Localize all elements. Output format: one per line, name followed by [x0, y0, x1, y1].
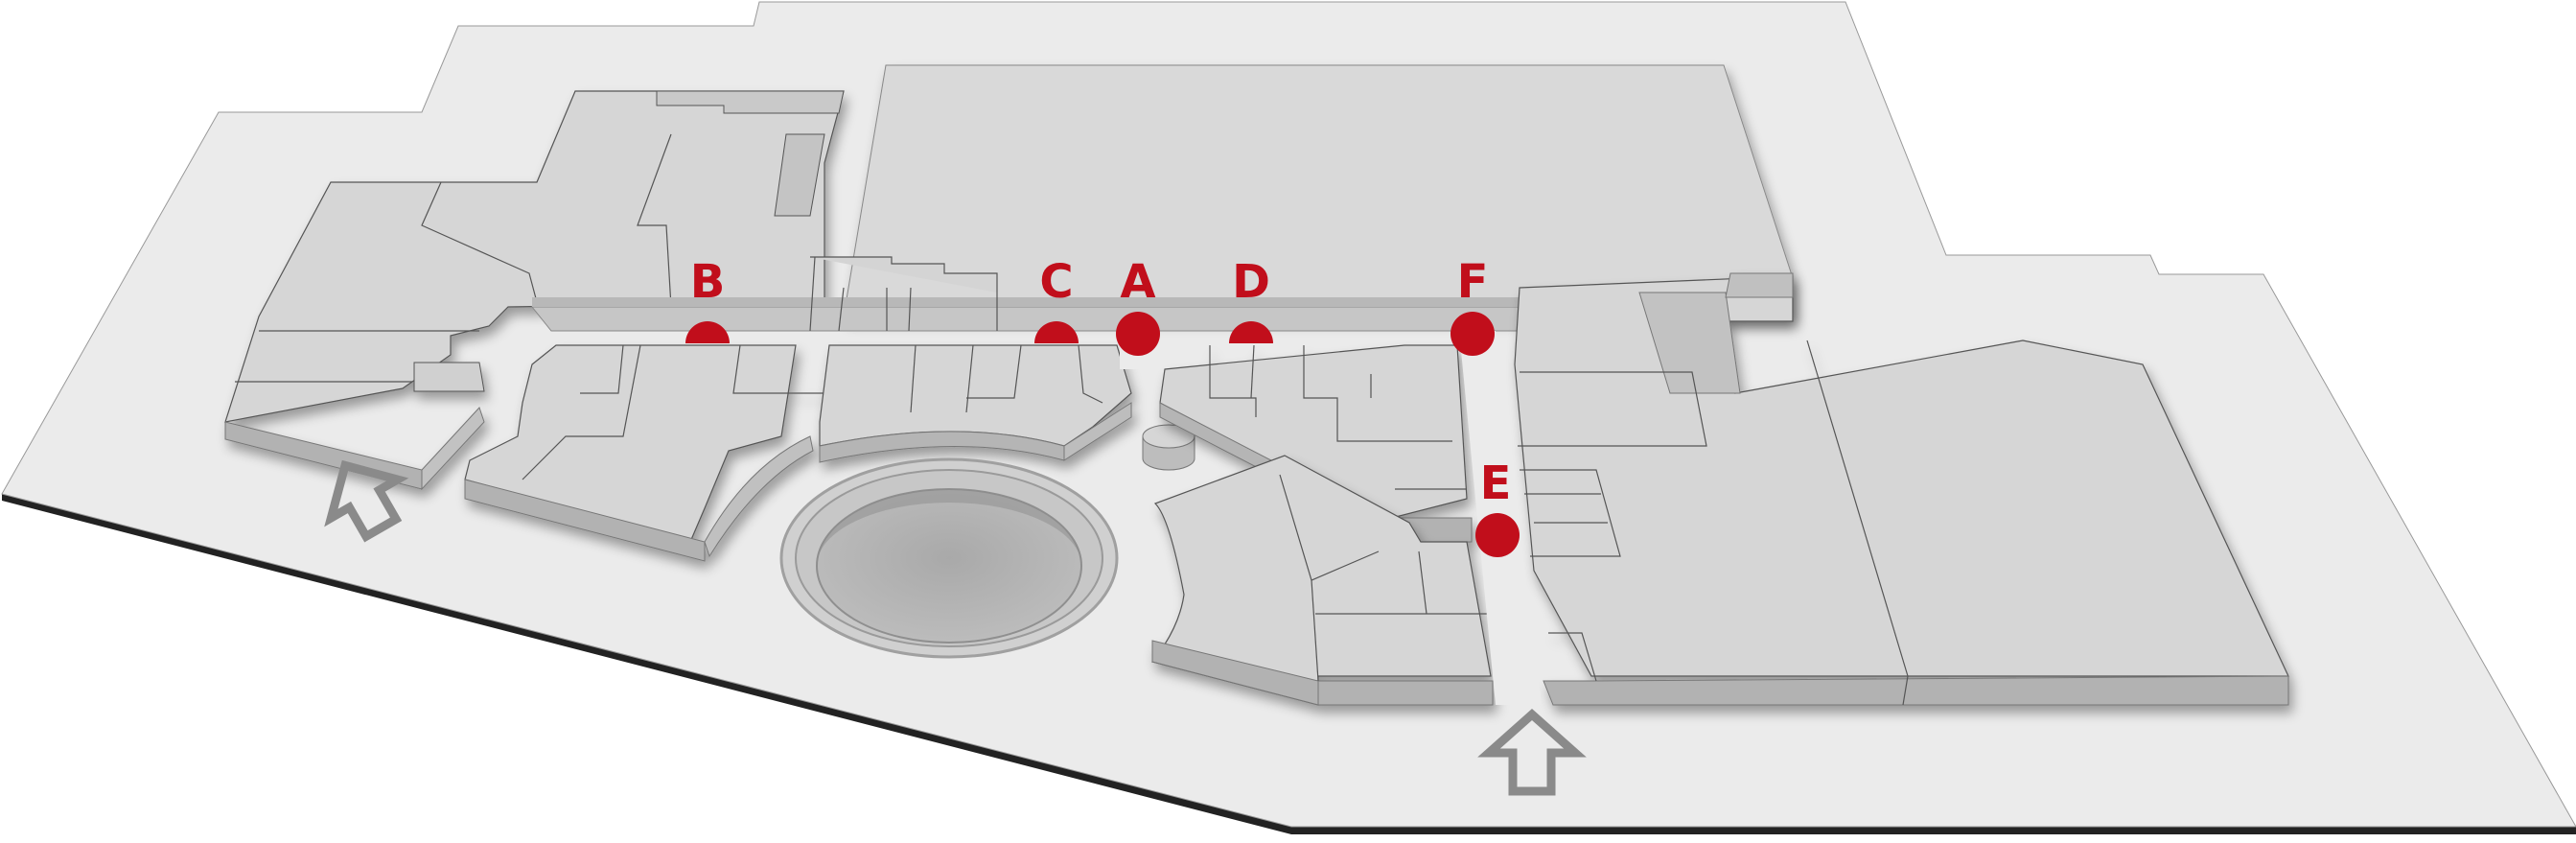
- marker-E[interactable]: E: [1475, 457, 1520, 557]
- marker-B[interactable]: B: [685, 255, 730, 343]
- circular-plaza: [779, 457, 1119, 659]
- building-block-central: [819, 344, 1132, 463]
- kiosk-cylinder: [1142, 424, 1195, 471]
- main-corridor: [530, 256, 1534, 332]
- marker-C[interactable]: C: [1034, 255, 1079, 343]
- entrance-arrow-icon[interactable]: [1477, 708, 1587, 796]
- marker-D[interactable]: D: [1229, 255, 1273, 343]
- marker-A[interactable]: A: [1116, 255, 1160, 356]
- marker-label-D: D: [1232, 255, 1270, 309]
- marker-label-C: C: [1039, 255, 1073, 309]
- building-block-east: [1514, 272, 2289, 706]
- entrance-arrow-icon[interactable]: [312, 446, 414, 547]
- marker-label-B: B: [690, 255, 726, 309]
- marker-F[interactable]: F: [1450, 255, 1495, 356]
- marker-label-A: A: [1120, 255, 1155, 309]
- building-block-south-central: [1150, 455, 1494, 706]
- building-block-southwest: [464, 344, 824, 562]
- building-block-west: [224, 90, 845, 491]
- marker-label-E: E: [1480, 457, 1512, 510]
- marker-label-F: F: [1457, 255, 1489, 309]
